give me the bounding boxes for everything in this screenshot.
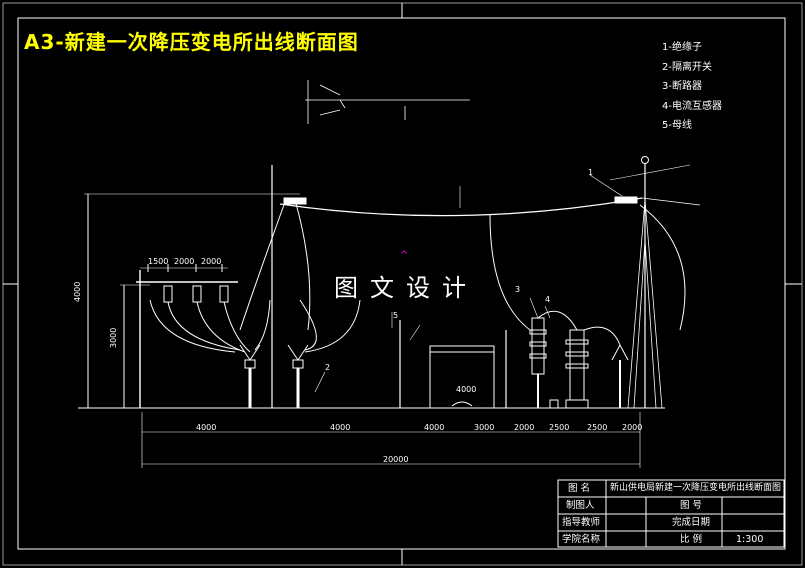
callout-3: 3 — [515, 285, 520, 294]
callout-5: 5 — [393, 311, 398, 320]
dim-inner-height: 3000 — [109, 328, 118, 348]
legend: 1-绝缘子 2-隔离开关 3-断路器 4-电流互感器 5-母线 — [662, 38, 722, 136]
dim-bottom-4: 2000 — [514, 423, 534, 432]
callout-2: 2 — [325, 363, 330, 372]
callout-4: 4 — [545, 295, 550, 304]
dim-bottom-6: 2500 — [587, 423, 607, 432]
dim-box-label: 4000 — [456, 385, 476, 394]
legend-item-busbar: 5-母线 — [662, 120, 692, 131]
main-conductor-span — [279, 197, 643, 217]
school-label: 学院名称 — [562, 534, 601, 545]
dim-bottom-5: 2500 — [549, 423, 569, 432]
switchgear-enclosure — [429, 345, 495, 409]
drawing-name-label: 图 名 — [568, 483, 591, 494]
legend-item-ct: 4-电流互感器 — [662, 100, 722, 112]
legend-item-breaker: 3-断路器 — [662, 81, 702, 92]
dim-bottom-2: 4000 — [424, 423, 444, 432]
dim-bottom-1: 4000 — [330, 423, 350, 432]
title-block-text: 图 名 新山供电局新建一次降压变电所出线断面图 制图人 图 号 指导教师 完成日… — [558, 480, 784, 547]
drawing-no-label: 图 号 — [680, 500, 703, 511]
dim-top-1: 2000 — [174, 257, 194, 266]
dim-top-2: 2000 — [201, 257, 221, 266]
watermark: 图文设计 — [334, 274, 478, 302]
drawing-name: 新山供电局新建一次降压变电所出线断面图 — [610, 483, 782, 493]
dim-bottom-3: 3000 — [474, 423, 494, 432]
legend-item-insulator: 1-绝缘子 — [662, 42, 702, 53]
origin-marker: ^ — [400, 250, 408, 261]
scale-label: 比 例 — [680, 534, 703, 545]
advisor-label: 指导教师 — [562, 517, 601, 528]
dim-bottom-7: 2000 — [622, 423, 642, 432]
dim-total: 20000 — [383, 455, 408, 464]
dim-left-height: 4000 — [73, 282, 82, 302]
completion-date-label: 完成日期 — [672, 517, 711, 528]
dim-top-0: 1500 — [148, 257, 168, 266]
callout-1: 1 — [588, 168, 593, 177]
legend-item-isolator: 2-隔离开关 — [662, 61, 712, 73]
dim-bottom-0: 4000 — [196, 423, 216, 432]
scale-value: 1:300 — [736, 534, 764, 545]
drawing-title: A3-新建一次降压变电所出线断面图 — [24, 30, 359, 54]
drawn-by-label: 制图人 — [566, 500, 595, 511]
